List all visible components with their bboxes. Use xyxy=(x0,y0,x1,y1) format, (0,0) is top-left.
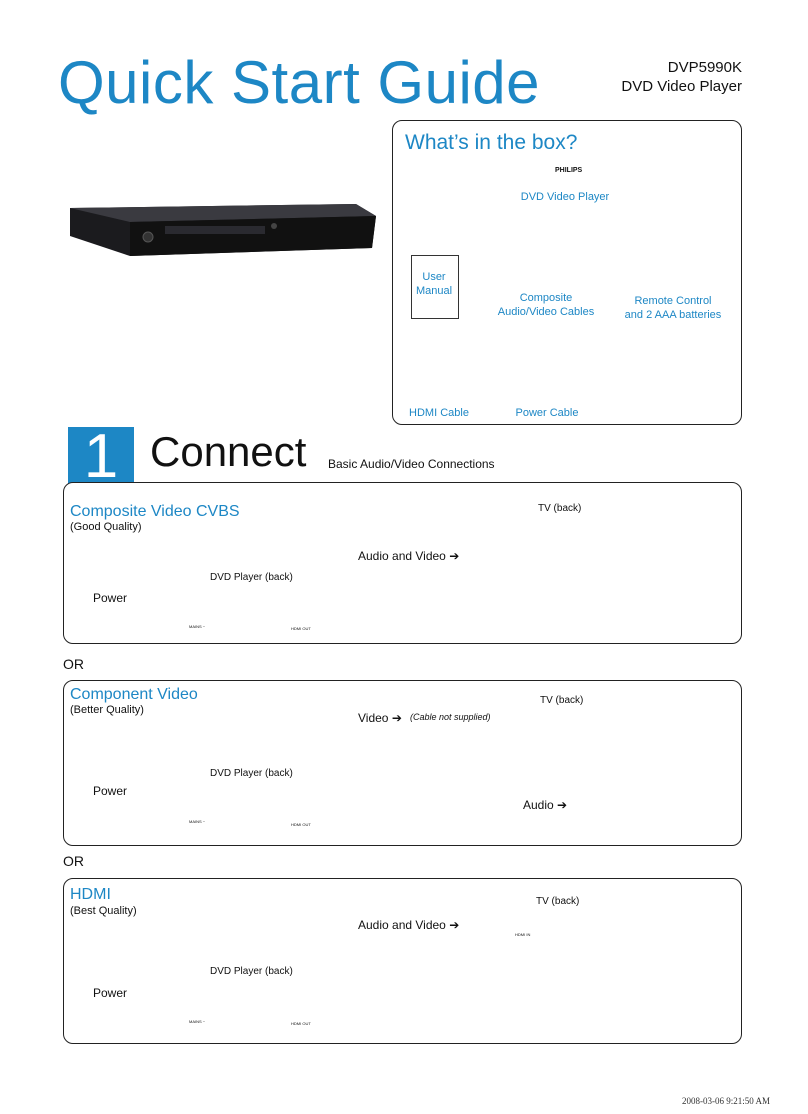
hdmi-in-label: HDMI IN xyxy=(515,932,531,937)
composite-mains: MAINS ~ xyxy=(189,624,206,629)
box-item-cables: Composite Audio/Video Cables xyxy=(497,292,595,318)
product-name: DVD Video Player xyxy=(621,78,742,95)
composite-hdmi-out: HDMI OUT xyxy=(291,626,311,631)
or-separator-1: OR xyxy=(63,656,84,672)
hdmi-tv-label: TV (back) xyxy=(536,896,580,907)
hdmi-hdmi-out: HDMI OUT xyxy=(291,1021,311,1026)
component-quality: (Better Quality) xyxy=(70,704,144,716)
box-item-remote: Remote Control and 2 AAA batteries xyxy=(624,295,722,321)
component-power: Power xyxy=(93,784,128,798)
whats-in-box-title: What’s in the box? xyxy=(405,131,578,154)
player-brand: PHILIPS xyxy=(555,167,583,174)
component-hdmi-out: HDMI OUT xyxy=(291,822,311,827)
box-item-hdmi: HDMI Cable xyxy=(409,407,469,419)
component-panel xyxy=(63,680,742,846)
model-number: DVP5990K xyxy=(667,59,742,76)
whats-in-box-panel xyxy=(392,120,742,425)
section-title: Connect xyxy=(150,428,307,475)
component-tv-label: TV (back) xyxy=(540,695,584,706)
guide-title: Quick Start Guide xyxy=(58,49,541,116)
hdmi-signal: Audio and Video ➔ xyxy=(358,918,460,932)
dvd-player-illustration xyxy=(70,204,376,256)
user-manual-icon xyxy=(411,255,459,319)
composite-player-label: DVD Player (back) xyxy=(210,572,293,583)
composite-title: Composite Video CVBS xyxy=(70,503,240,520)
hdmi-quality: (Best Quality) xyxy=(70,905,137,917)
hdmi-panel xyxy=(63,878,742,1044)
box-item-player: DVD Video Player xyxy=(520,191,610,203)
hdmi-power: Power xyxy=(93,986,128,1000)
component-note: (Cable not supplied) xyxy=(410,712,491,722)
box-item-manual: User Manual xyxy=(415,271,453,297)
hdmi-mains: MAINS ~ xyxy=(189,1019,206,1024)
composite-signal: Audio and Video ➔ xyxy=(358,549,460,563)
composite-power: Power xyxy=(93,591,128,605)
section-subtitle: Basic Audio/Video Connections xyxy=(328,457,495,471)
or-separator-2: OR xyxy=(63,853,84,869)
composite-quality: (Good Quality) xyxy=(70,521,142,533)
composite-panel xyxy=(63,482,742,644)
component-audio: Audio ➔ xyxy=(523,798,568,812)
composite-tv-label: TV (back) xyxy=(538,503,582,514)
box-item-power: Power Cable xyxy=(515,407,579,419)
print-timestamp: 2008-03-06 9:21:50 AM xyxy=(681,1096,770,1106)
section-number: 1 xyxy=(83,422,119,491)
component-player-label: DVD Player (back) xyxy=(210,768,293,779)
hdmi-title: HDMI xyxy=(70,886,111,903)
component-mains: MAINS ~ xyxy=(189,819,206,824)
model-info: DVP5990K DVD Video Player xyxy=(621,58,742,96)
hdmi-player-label: DVD Player (back) xyxy=(210,966,293,977)
component-signal: Video ➔ xyxy=(358,711,402,725)
component-title: Component Video xyxy=(70,686,198,703)
